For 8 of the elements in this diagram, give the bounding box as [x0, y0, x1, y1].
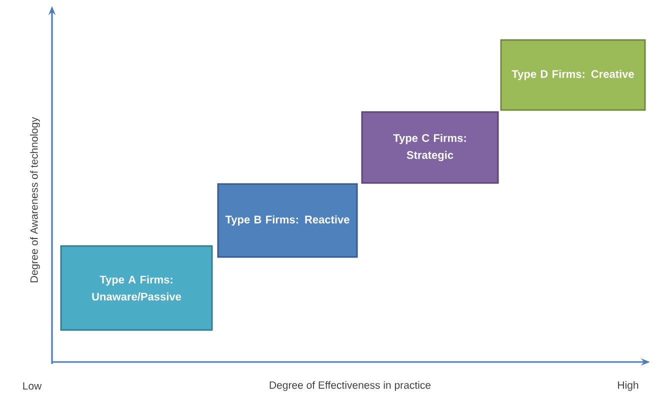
- type-box: Type A Firms: Unaware/Passive: [60, 245, 213, 331]
- type-box: Type D Firms: Creative: [500, 39, 646, 111]
- type-box: Type C Firms: Strategic: [361, 111, 499, 184]
- type-box: Type B Firms: Reactive: [217, 183, 358, 258]
- axis-end-label: High: [618, 381, 638, 391]
- axis-title: Degree of Awareness of technology: [30, 116, 40, 282]
- axis-end-label: Low: [23, 382, 42, 390]
- axis-title: Degree of Effectiveness in practice: [270, 381, 431, 391]
